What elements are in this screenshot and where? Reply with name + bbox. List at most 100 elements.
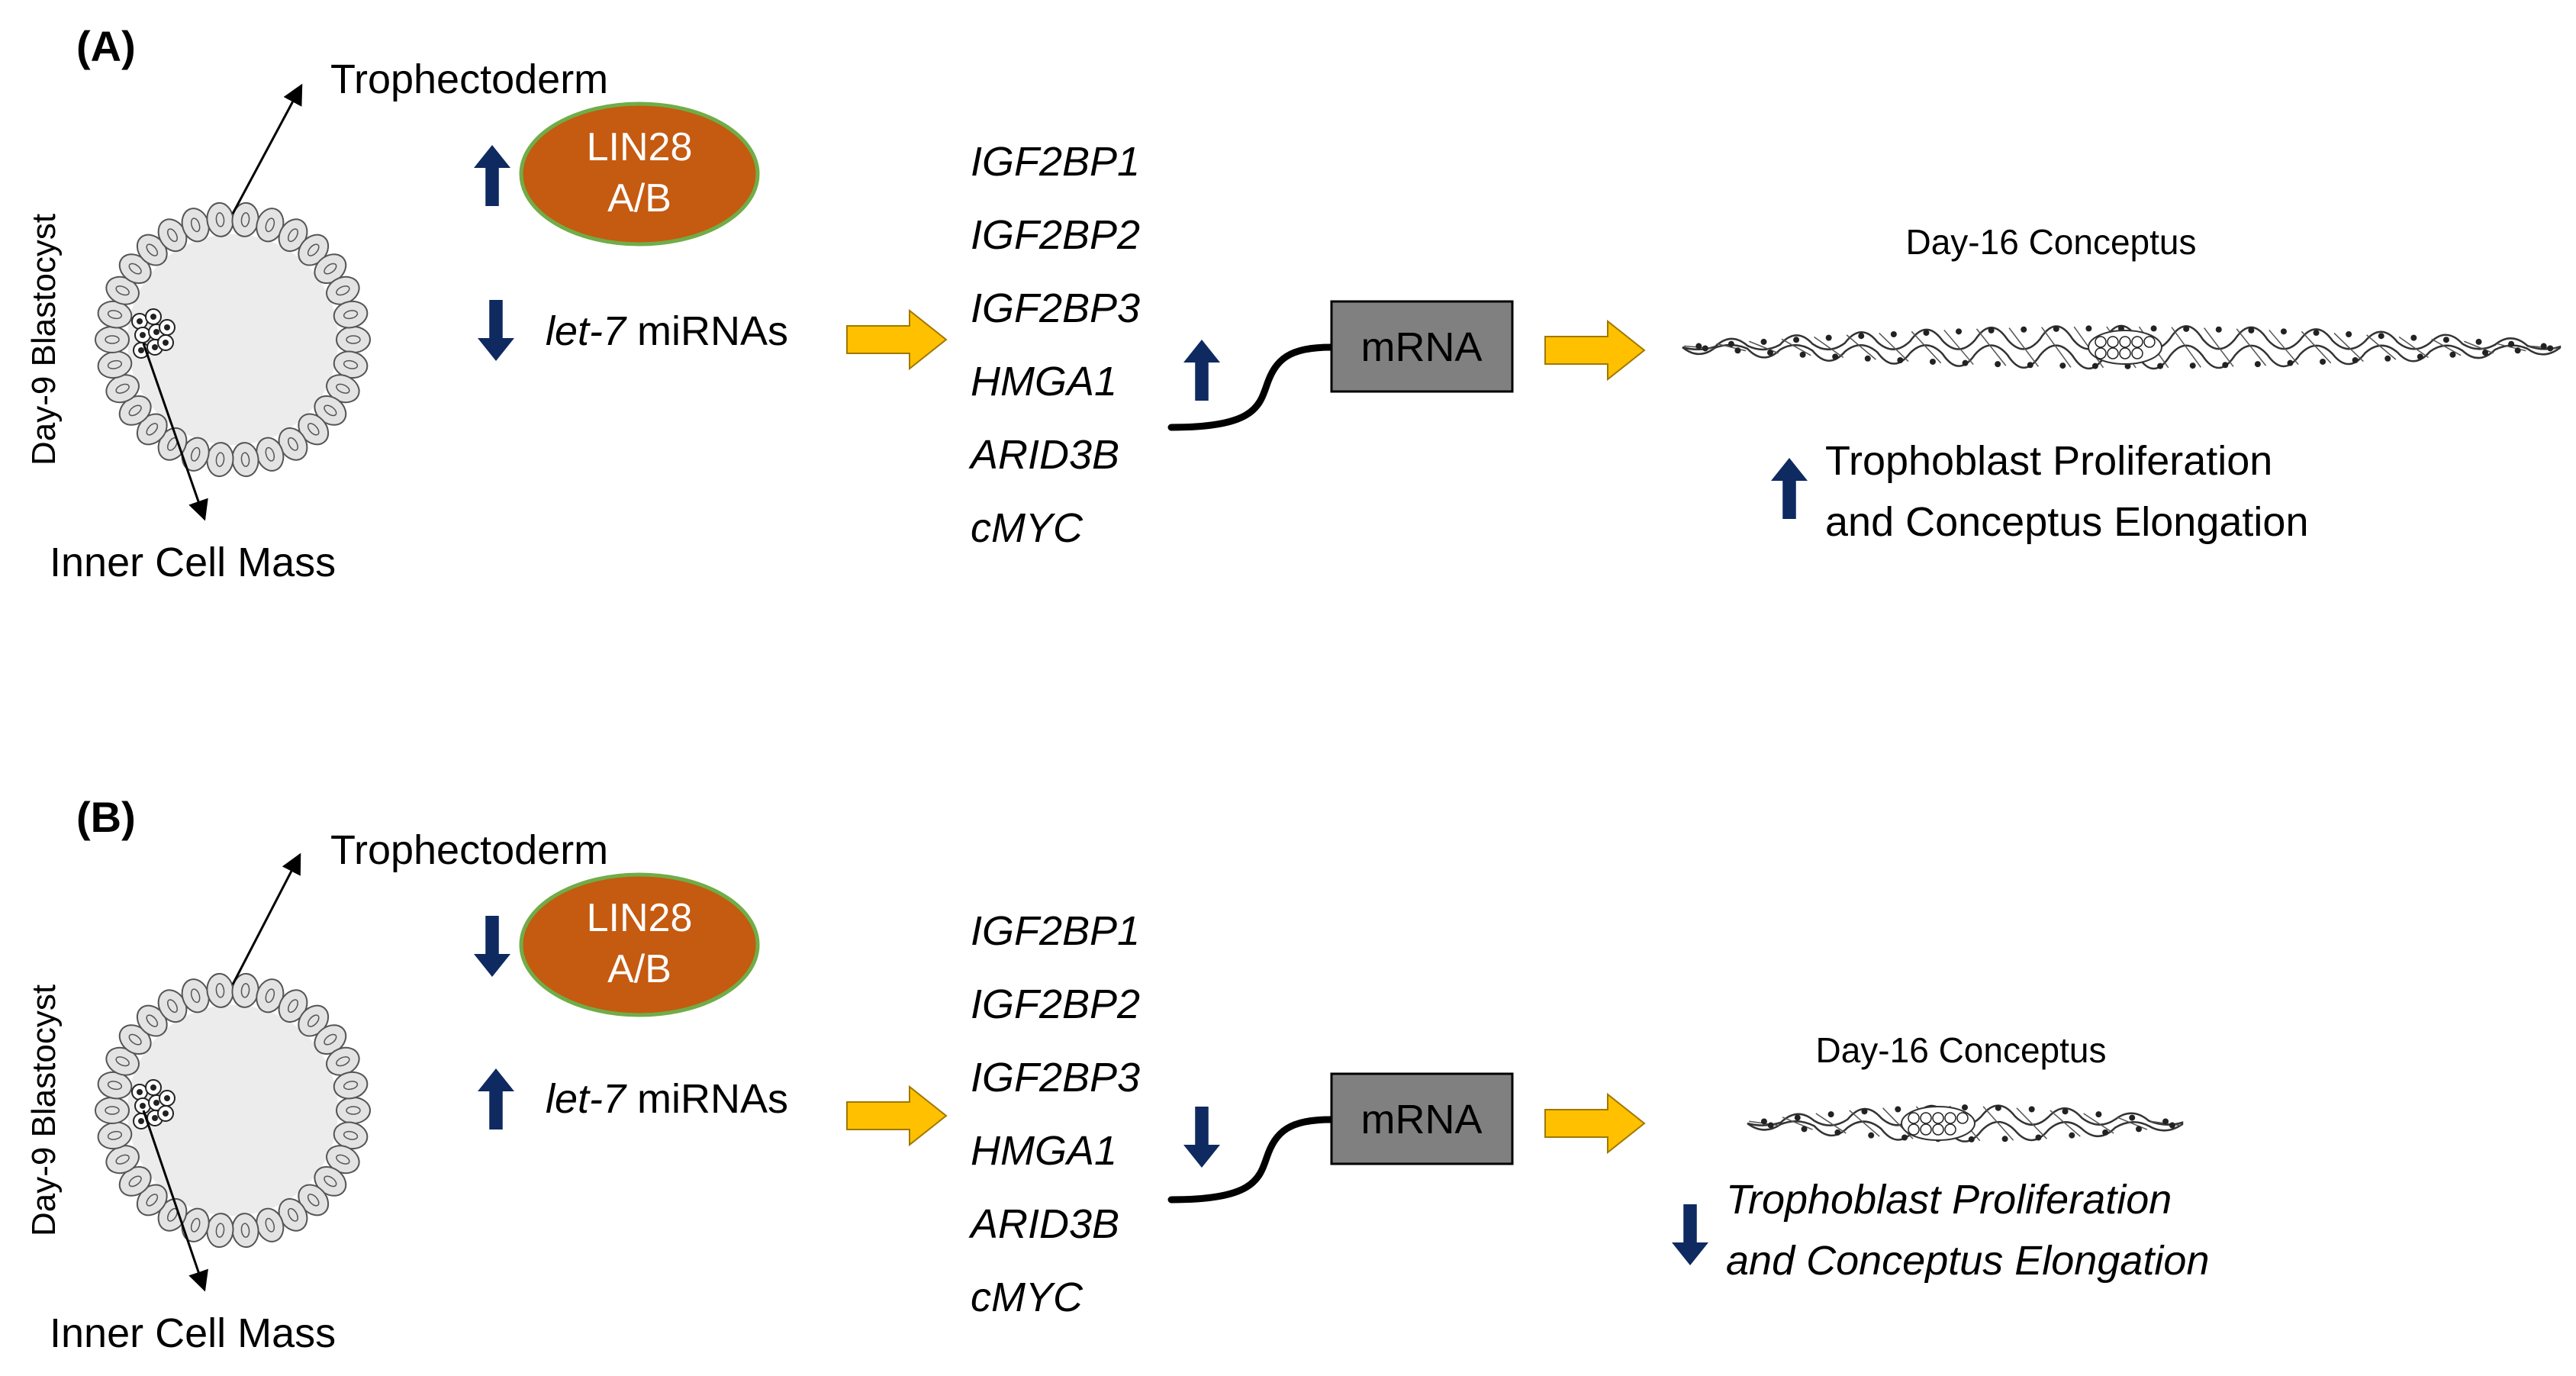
inner-cell-mass-label: Inner Cell Mass — [50, 1310, 336, 1356]
trophectoderm-cell — [206, 1213, 234, 1249]
gene-arid3b: ARID3B — [968, 1201, 1119, 1247]
trophectoderm-cell — [181, 1207, 210, 1242]
lin28-label-line2: A/B — [607, 947, 671, 991]
blastocyst-label: Day-9 Blastocyst — [25, 214, 63, 466]
conceptus-lower-edge — [1747, 1120, 2184, 1142]
panel-a: (A) Day-9 Blastocyst Trophectoderm Inner… — [25, 22, 2562, 585]
let7-label: let-7 miRNAs — [546, 1076, 788, 1122]
flow-arrow-icon — [846, 308, 948, 371]
mrna-strand — [1167, 1116, 1335, 1204]
outcome-line2: and Conceptus Elongation — [1726, 1238, 2209, 1284]
elongated-conceptus-illustration — [1747, 1104, 2184, 1142]
conceptus-embryonic-disc — [2088, 330, 2162, 365]
flow-arrow-icon — [1544, 1092, 1646, 1155]
outcome-line1: Trophoblast Proliferation — [1726, 1177, 2172, 1223]
trophectoderm-cell — [336, 326, 371, 353]
trophectoderm-cell — [278, 989, 308, 1023]
gene-igf2bp1: IGF2BP1 — [971, 139, 1140, 185]
panel-b: (B) Day-9 Blastocyst Trophectoderm Inner… — [25, 793, 2209, 1356]
trophectoderm-label: Trophectoderm — [330, 56, 608, 102]
trophectoderm-cell — [181, 978, 210, 1013]
let7-rest: miRNAs — [626, 308, 788, 354]
trophectoderm-cell — [333, 1121, 369, 1150]
trophectoderm-cell — [95, 326, 130, 353]
down-arrow-shape — [478, 300, 514, 361]
let7-italic: let-7 — [546, 1076, 627, 1122]
gene-igf2bp3: IGF2BP3 — [971, 1055, 1140, 1100]
elongated-conceptus-illustration — [1682, 324, 2562, 370]
trophectoderm-pointer — [231, 83, 303, 214]
flow-arrow-icon — [846, 1084, 948, 1147]
conceptus-label: Day-16 Conceptus — [1906, 222, 2197, 262]
outcome-direction-arrow-icon — [1771, 458, 1808, 519]
flow-arrow-icon — [1544, 319, 1646, 382]
lin28-label-line2: A/B — [607, 176, 671, 221]
flow-arrow-shape — [846, 1084, 948, 1147]
lin28-direction-arrow-icon — [474, 916, 510, 977]
trophectoderm-cell — [326, 374, 360, 404]
conceptus-embryonic-disc — [1901, 1106, 1975, 1141]
panel-label: (A) — [76, 22, 136, 70]
gene-igf2bp1: IGF2BP1 — [971, 908, 1140, 954]
trophectoderm-cell — [278, 427, 308, 461]
lin28-label-line1: LIN28 — [587, 896, 693, 940]
trophectoderm-cell — [333, 1071, 369, 1100]
lin28-ellipse — [519, 872, 760, 1017]
trophectoderm-cell — [333, 300, 369, 329]
down-arrow-shape — [474, 916, 510, 977]
up-arrow-shape — [1183, 340, 1220, 401]
trophectoderm-cell — [231, 442, 259, 478]
trophectoderm-cell — [278, 218, 308, 253]
blastocyst-illustration — [95, 972, 371, 1249]
trophectoderm-cell — [105, 1145, 140, 1175]
flow-arrow-shape — [1544, 319, 1646, 382]
trophectoderm-pointer — [231, 852, 301, 985]
flow-arrow-shape — [846, 308, 948, 371]
gene-arid3b: ARID3B — [968, 432, 1119, 478]
let7-label: let-7 miRNAs — [546, 308, 788, 354]
inner-cell-mass-pointer — [142, 343, 208, 521]
blastocyst-label: Day-9 Blastocyst — [25, 984, 63, 1236]
flow-arrow-shape — [1544, 1092, 1646, 1155]
lin28-label-line1: LIN28 — [587, 125, 693, 169]
mrna-strand — [1167, 343, 1335, 431]
gene-igf2bp2: IGF2BP2 — [971, 981, 1140, 1027]
inner-cell-mass-cluster — [131, 308, 175, 359]
mrna-label: mRNA — [1361, 1097, 1483, 1142]
trophectoderm-cell — [206, 442, 234, 478]
inner-cell-mass-label: Inner Cell Mass — [50, 540, 336, 585]
trophectoderm-cell — [136, 413, 168, 446]
conceptus-label: Day-16 Conceptus — [1816, 1030, 2107, 1070]
mrna-direction-arrow-icon — [1183, 340, 1220, 401]
let7-italic: let-7 — [546, 308, 627, 354]
gene-hmga1: HMGA1 — [971, 359, 1117, 404]
blastocoel — [127, 234, 338, 445]
trophectoderm-cell — [206, 972, 234, 1008]
lin28-direction-arrow-icon — [474, 145, 510, 206]
mrna-box — [1330, 1072, 1514, 1165]
mrna-label: mRNA — [1361, 324, 1483, 370]
down-arrow-shape — [1672, 1204, 1708, 1265]
mrna-box — [1330, 300, 1514, 393]
up-arrow-shape — [1771, 458, 1808, 519]
gene-hmga1: HMGA1 — [971, 1128, 1117, 1174]
blastocyst-illustration — [95, 201, 371, 478]
trophectoderm-cell — [118, 1024, 152, 1055]
let7-direction-arrow-icon — [478, 1068, 514, 1129]
trophectoderm-cell — [231, 1213, 259, 1249]
gene-igf2bp2: IGF2BP2 — [971, 212, 1140, 258]
lin28-ellipse — [519, 102, 760, 247]
down-arrow-shape — [1183, 1107, 1220, 1168]
trophectoderm-label: Trophectoderm — [330, 827, 608, 873]
inner-cell-mass-pointer — [142, 1110, 208, 1292]
trophectoderm-cell — [157, 1197, 188, 1232]
inner-cell-mass-cluster — [131, 1079, 175, 1129]
outcome-line1: Trophoblast Proliferation — [1825, 438, 2272, 484]
gene-cmyc: cMYC — [971, 1274, 1084, 1320]
trophectoderm-cell — [336, 1097, 371, 1124]
mrna-direction-arrow-icon — [1183, 1107, 1220, 1168]
